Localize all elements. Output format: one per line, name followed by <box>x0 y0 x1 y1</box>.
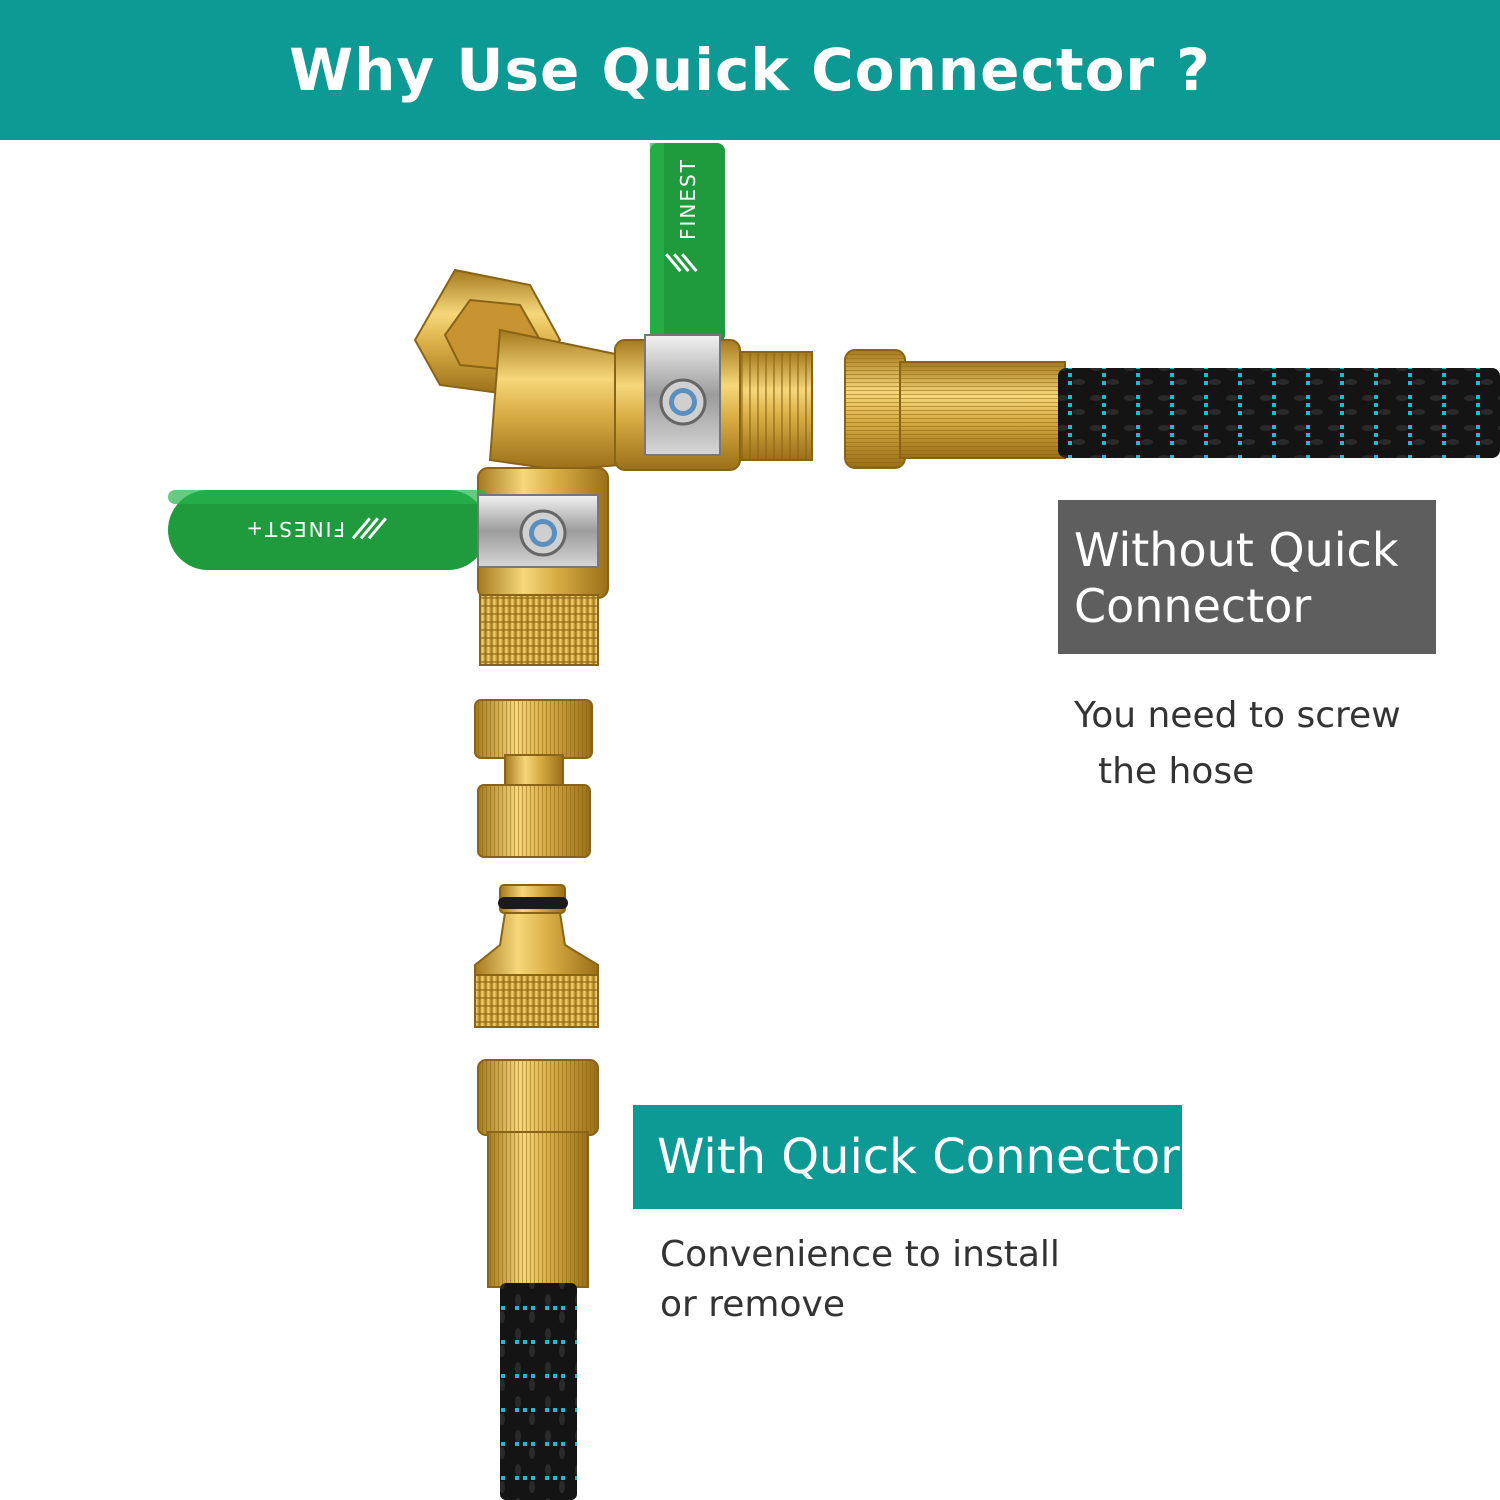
brand-logo-left-icon <box>351 517 387 540</box>
page-title: Why Use Quick Connector ? <box>289 36 1211 104</box>
y-valve: FINEST FINEST+ <box>168 143 813 666</box>
with-desc-line1: Convenience to install <box>660 1234 1060 1275</box>
with-quick-connector-label: With Quick Connector <box>633 1105 1182 1209</box>
without-quick-connector-label: Without Quick Connector <box>1058 500 1436 654</box>
without-desc-line1: You need to screw <box>1074 695 1401 736</box>
with-label-text: With Quick Connector <box>657 1129 1180 1185</box>
brand-mark-top: FINEST <box>676 158 700 240</box>
hose-connector-illustration: FINEST FINEST+ <box>168 143 1500 1500</box>
without-desc-line2: the hose <box>1098 751 1255 792</box>
valve-handle-left <box>168 490 488 570</box>
hose-bottom <box>477 1059 599 1500</box>
with-description: Convenience to install or remove <box>660 1230 1120 1330</box>
without-description: You need to screw the hose <box>1074 688 1454 800</box>
brand-logo-top-icon <box>665 253 698 273</box>
without-label-line2: Connector <box>1074 579 1312 633</box>
valve-handle-top <box>650 143 725 343</box>
brand-mark-left: FINEST+ <box>244 517 345 541</box>
hose-right <box>844 349 1500 469</box>
with-desc-line2: or remove <box>660 1284 845 1325</box>
quick-connector-female <box>474 699 593 858</box>
without-label-line1: Without Quick <box>1074 523 1399 577</box>
quick-connector-male <box>474 884 599 1028</box>
header-banner: Why Use Quick Connector ? <box>0 0 1500 140</box>
